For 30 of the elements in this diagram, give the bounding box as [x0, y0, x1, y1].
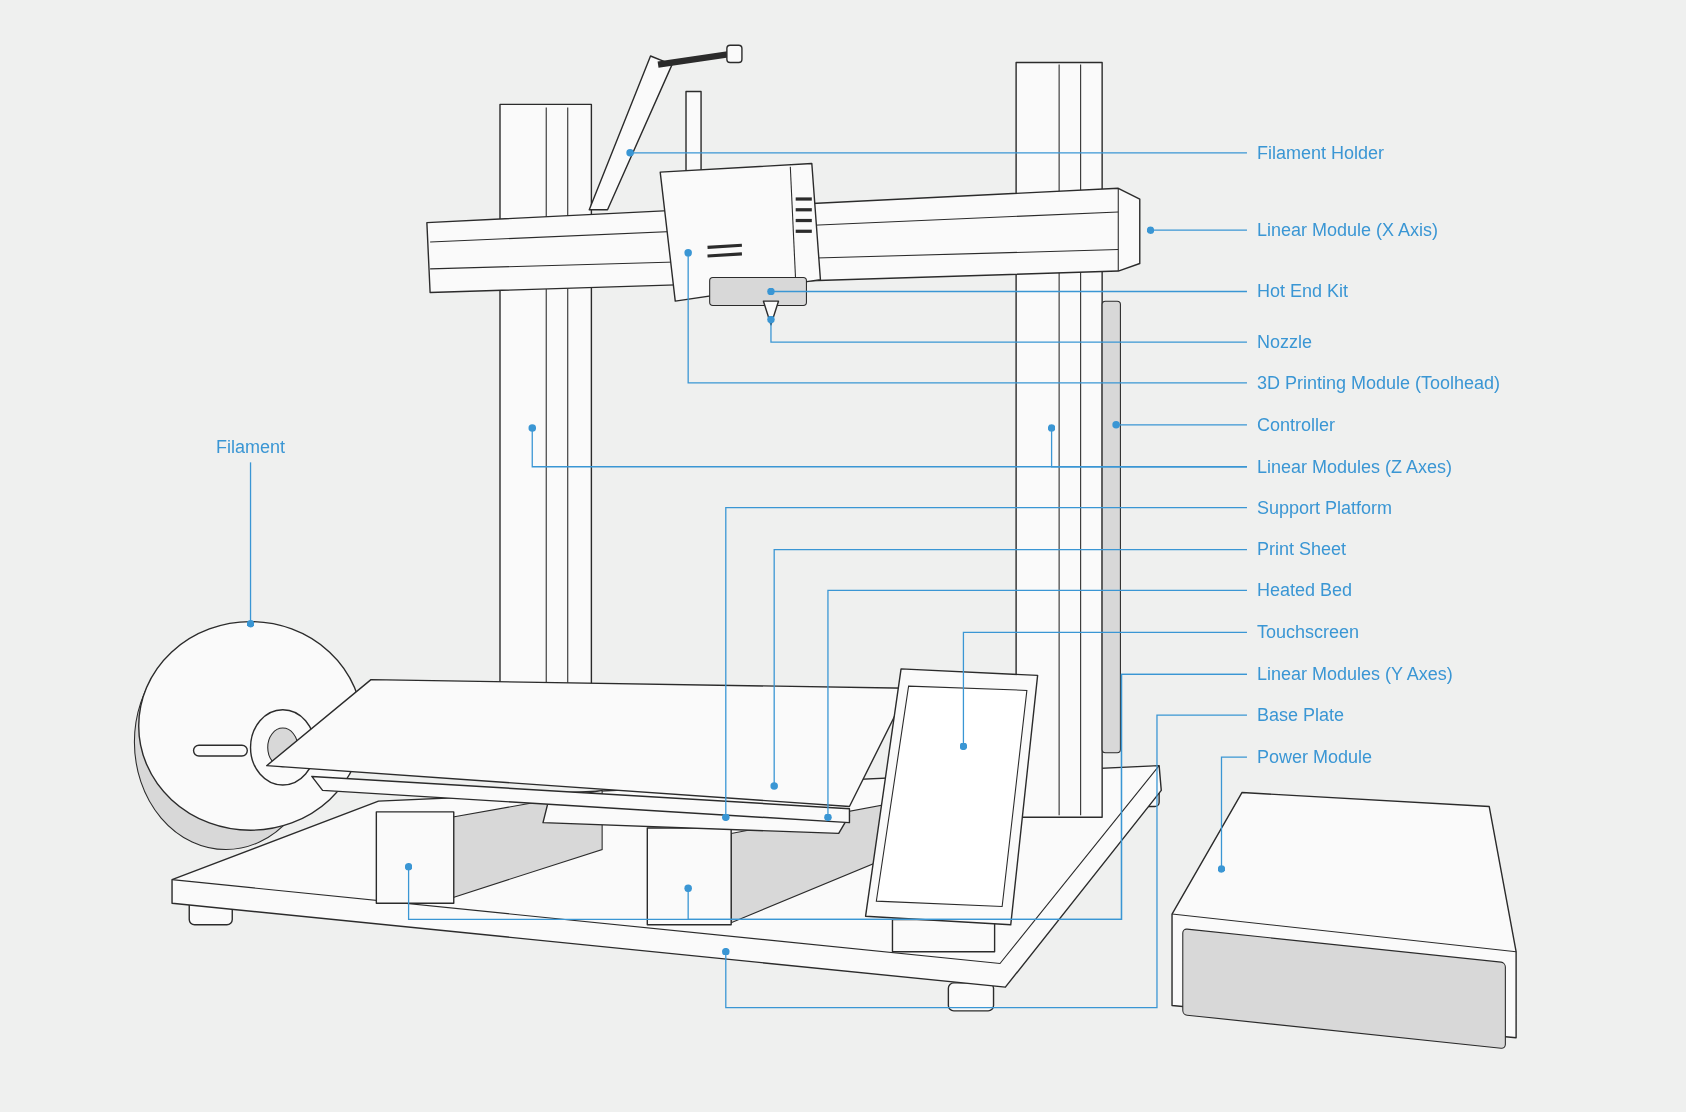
leader-line: [684, 249, 1248, 384]
part-label: Support Platform: [1256, 496, 1393, 519]
leader-line: [770, 548, 1248, 790]
part-label: Touchscreen: [1256, 621, 1360, 644]
part-label: Print Sheet: [1256, 538, 1347, 561]
leader-line: [1047, 424, 1248, 468]
leader-line: [959, 631, 1248, 751]
leader-line: [1112, 421, 1248, 429]
part-label: Controller: [1256, 413, 1335, 436]
part-label: Nozzle: [1256, 330, 1312, 353]
leader-line: [767, 315, 1248, 343]
part-label: Hot End Kit: [1256, 280, 1348, 303]
leader-line: [722, 506, 1248, 822]
leader-line: [684, 673, 1248, 921]
part-label: Linear Module (X Axis): [1256, 219, 1439, 242]
part-label: Filament Holder: [1256, 141, 1384, 164]
leader-line: [246, 461, 255, 628]
part-label: Filament: [216, 436, 286, 459]
leader-line: [722, 714, 1248, 1009]
part-label: Power Module: [1256, 745, 1373, 768]
part-label: Heated Bed: [1256, 579, 1353, 602]
leader-line: [1217, 756, 1248, 873]
part-label: Base Plate: [1256, 704, 1345, 727]
part-label: Linear Modules (Z Axes): [1256, 455, 1453, 478]
leader-line: [626, 149, 1248, 157]
leader-line: [1146, 226, 1248, 234]
leader-line: [767, 287, 1248, 296]
leader-line: [824, 589, 1248, 822]
part-label: 3D Printing Module (Toolhead): [1256, 371, 1501, 394]
part-label: Linear Modules (Y Axes): [1256, 663, 1453, 686]
